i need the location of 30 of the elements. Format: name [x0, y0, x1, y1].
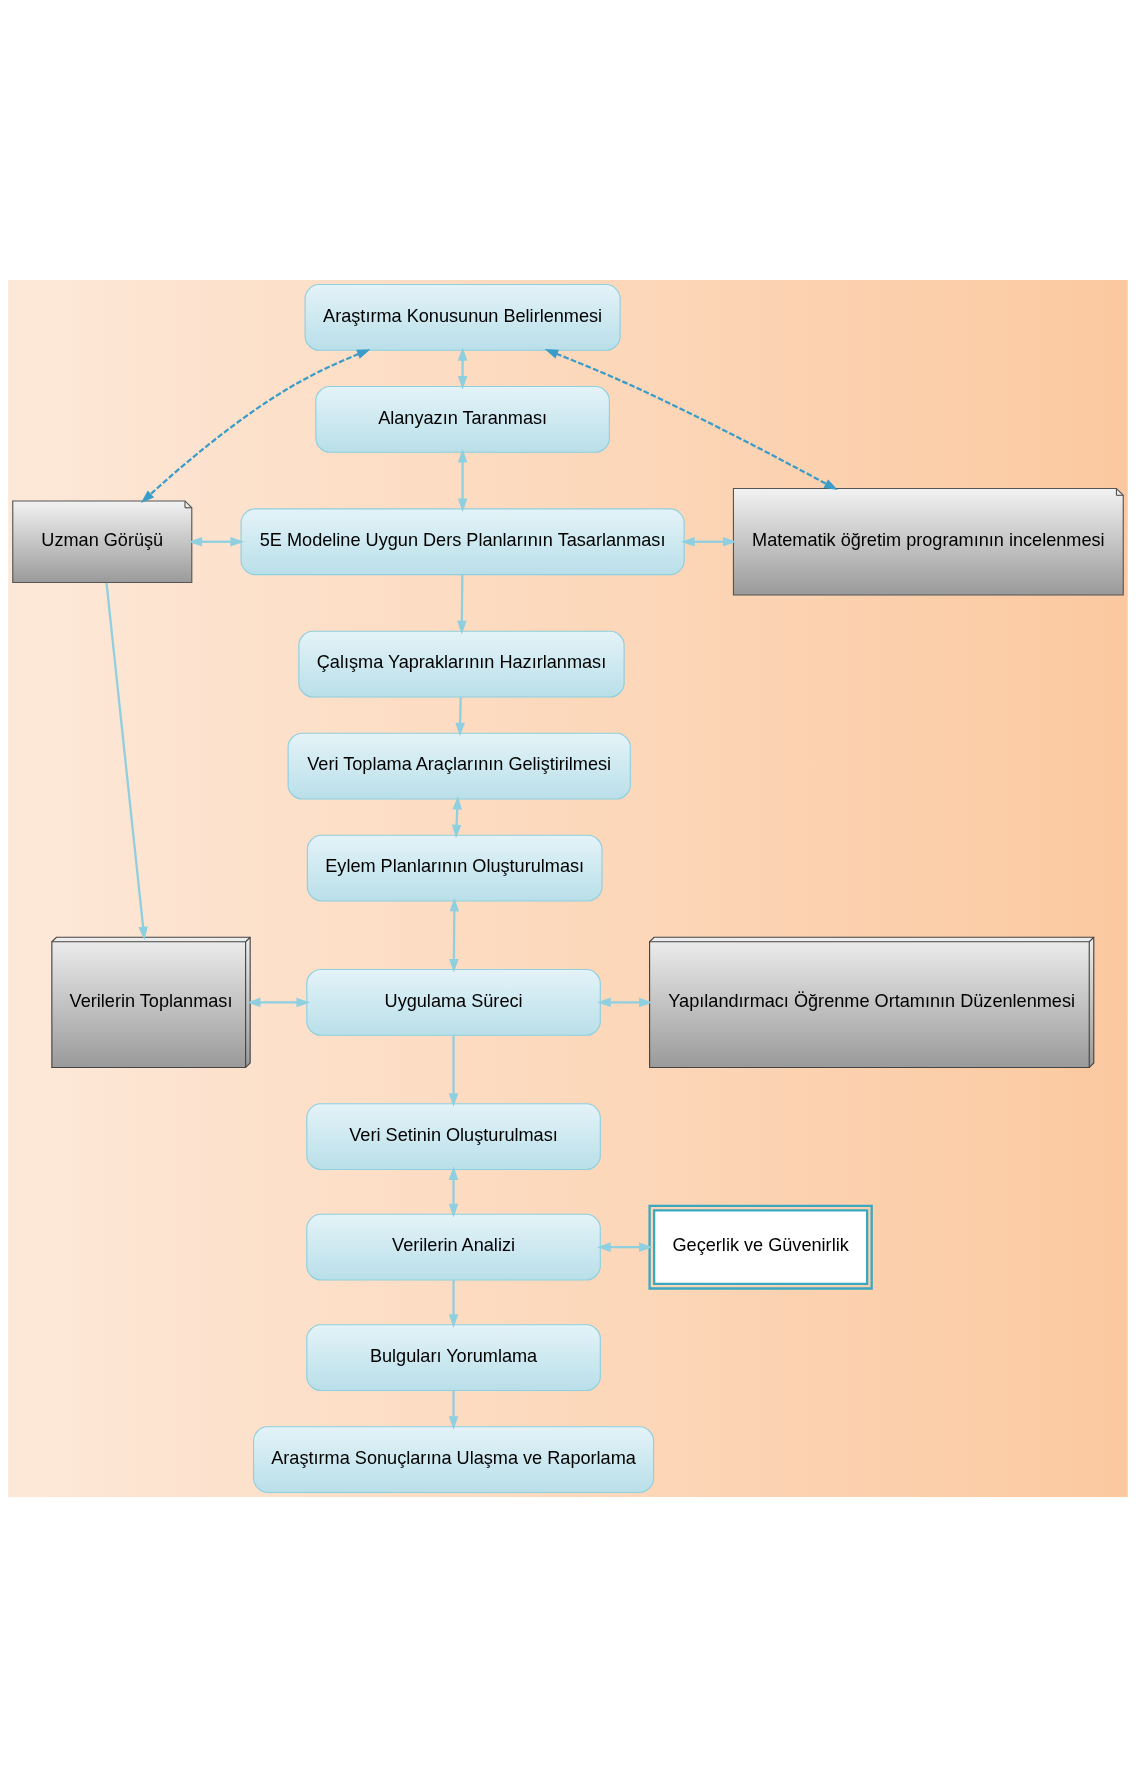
node-box: 5E Modeline Uygun Ders Planlarının Tasarlanması: [240, 507, 685, 575]
node-box: Veri Toplama Araçlarının Geliştirilmesi: [287, 732, 631, 800]
node-box: Verilerin Analizi: [306, 1213, 601, 1281]
node-box: Araştırma Sonuçlarına Ulaşma ve Raporlama: [253, 1425, 655, 1493]
arrow: [448, 1034, 459, 1107]
node-box: Bulguları Yorumlama: [306, 1323, 601, 1391]
arrow: [457, 346, 468, 390]
arrow: [140, 348, 371, 503]
arrow: [188, 536, 245, 547]
arrow: [597, 1241, 653, 1252]
arrow: [681, 536, 737, 547]
node-box: Veri Setinin Oluşturulması: [306, 1102, 601, 1170]
node-box: Çalışma Yapraklarının Hazırlanması: [298, 630, 625, 698]
node-box: Geçerlik ve Güvenirlik: [648, 1204, 873, 1290]
arrow: [597, 997, 653, 1007]
arrow: [448, 1165, 459, 1217]
node-box: Araştırma Konusunun Belirlenmesi: [304, 283, 621, 351]
arrow: [457, 448, 468, 512]
arrow: [457, 574, 467, 634]
arrow: [105, 582, 148, 940]
arrow: [246, 997, 311, 1007]
node-box: Eylem Planlarının Oluşturulması: [306, 834, 603, 902]
arrow: [451, 795, 463, 838]
node-box: Uygulama Süreci: [306, 968, 601, 1036]
arrow: [455, 696, 465, 736]
arrow: [544, 348, 838, 490]
node-box: Alanyazın Taranması: [315, 385, 610, 453]
arrow: [448, 1279, 459, 1328]
arrow: [449, 897, 460, 973]
arrow: [448, 1390, 459, 1430]
